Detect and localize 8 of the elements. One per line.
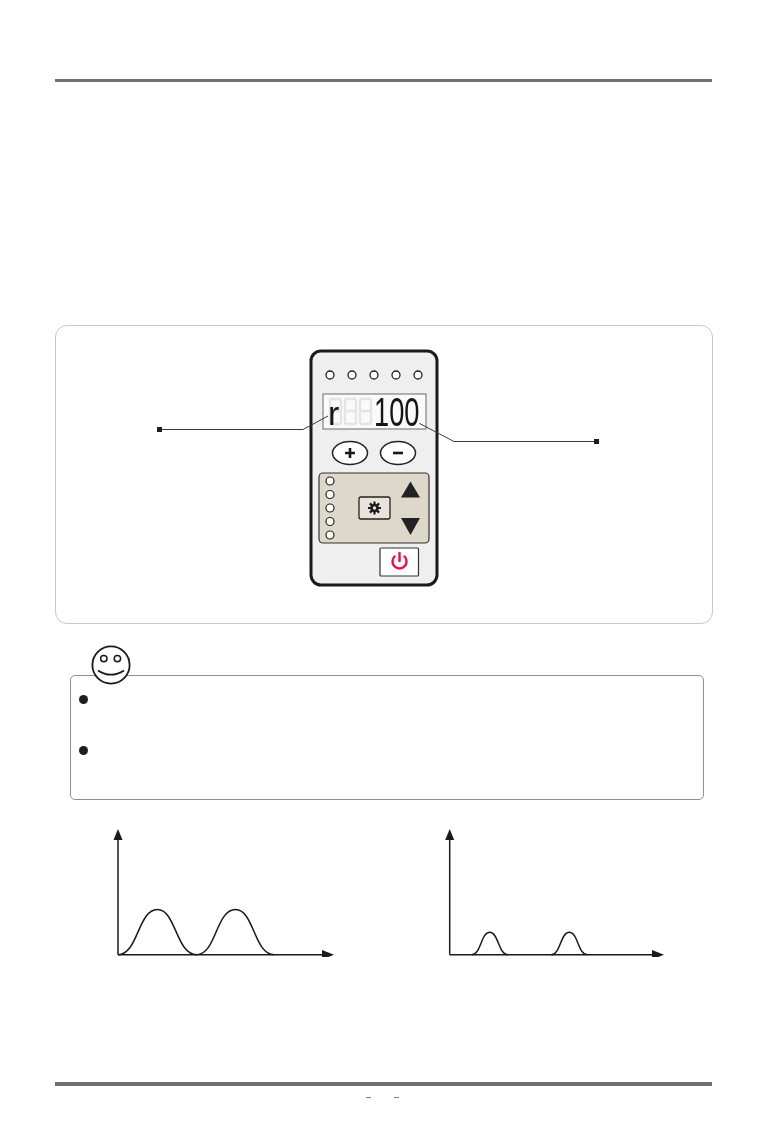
leader-line	[418, 422, 595, 442]
leader-line-end-marker	[157, 427, 162, 432]
leader-line	[161, 415, 329, 430]
display-reading: 100	[374, 396, 420, 427]
page-number-dash: –	[366, 1092, 371, 1102]
page-number-dash: –	[394, 1092, 399, 1102]
leader-line-end-marker	[594, 439, 599, 444]
display-character: r	[328, 402, 340, 424]
